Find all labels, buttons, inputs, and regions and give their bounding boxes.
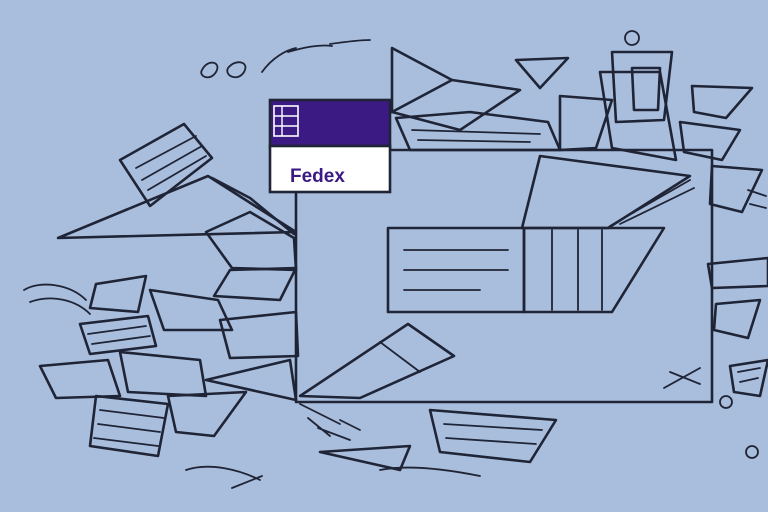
label-white-band: [268, 144, 392, 194]
label-grid-icon: [273, 105, 299, 137]
small-box-left: [118, 122, 214, 208]
brand-logo: Fedex: [290, 166, 345, 187]
motion-squiggles: [200, 30, 640, 79]
debris-pile-top: [390, 46, 767, 214]
label-purple-band: [268, 98, 392, 150]
brand-label: Fedex: [268, 98, 392, 194]
debris-pile-right: [318, 256, 768, 477]
main-shipping-box: [294, 148, 714, 404]
